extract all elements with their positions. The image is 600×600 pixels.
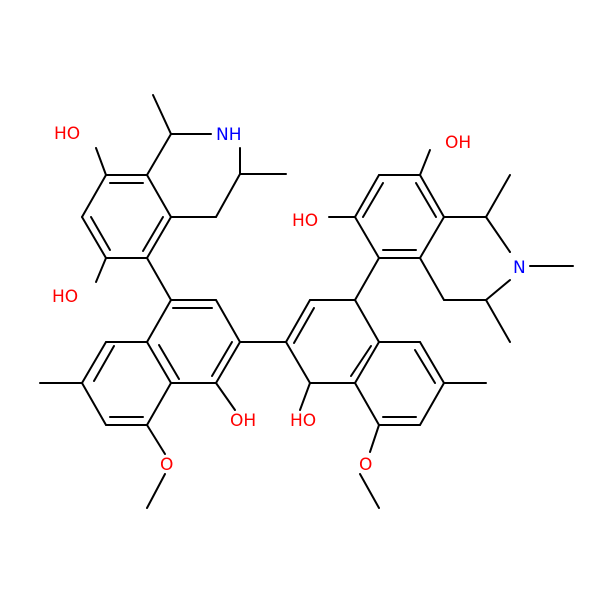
n-methyl-label: N [513, 258, 526, 278]
bond-lines [39, 94, 574, 509]
methoxy-oxygen-label-left: O [160, 455, 173, 475]
hydroxyl-label-left-bottom: HO [52, 287, 78, 307]
amine-label-nh: NH [216, 125, 242, 145]
hydroxyl-label-top-left: HO [54, 124, 80, 144]
methoxy-oxygen-label-right: O [359, 455, 372, 475]
hydroxyl-label-right-middle: HO [292, 211, 318, 231]
hydroxyl-label-center-right: HO [290, 411, 316, 431]
hydroxyl-label-right-top: OH [445, 133, 471, 153]
atom-labels: HO HO NH OH O HO O OH HO N [52, 124, 526, 475]
hydroxyl-label-center-left: OH [230, 411, 256, 431]
